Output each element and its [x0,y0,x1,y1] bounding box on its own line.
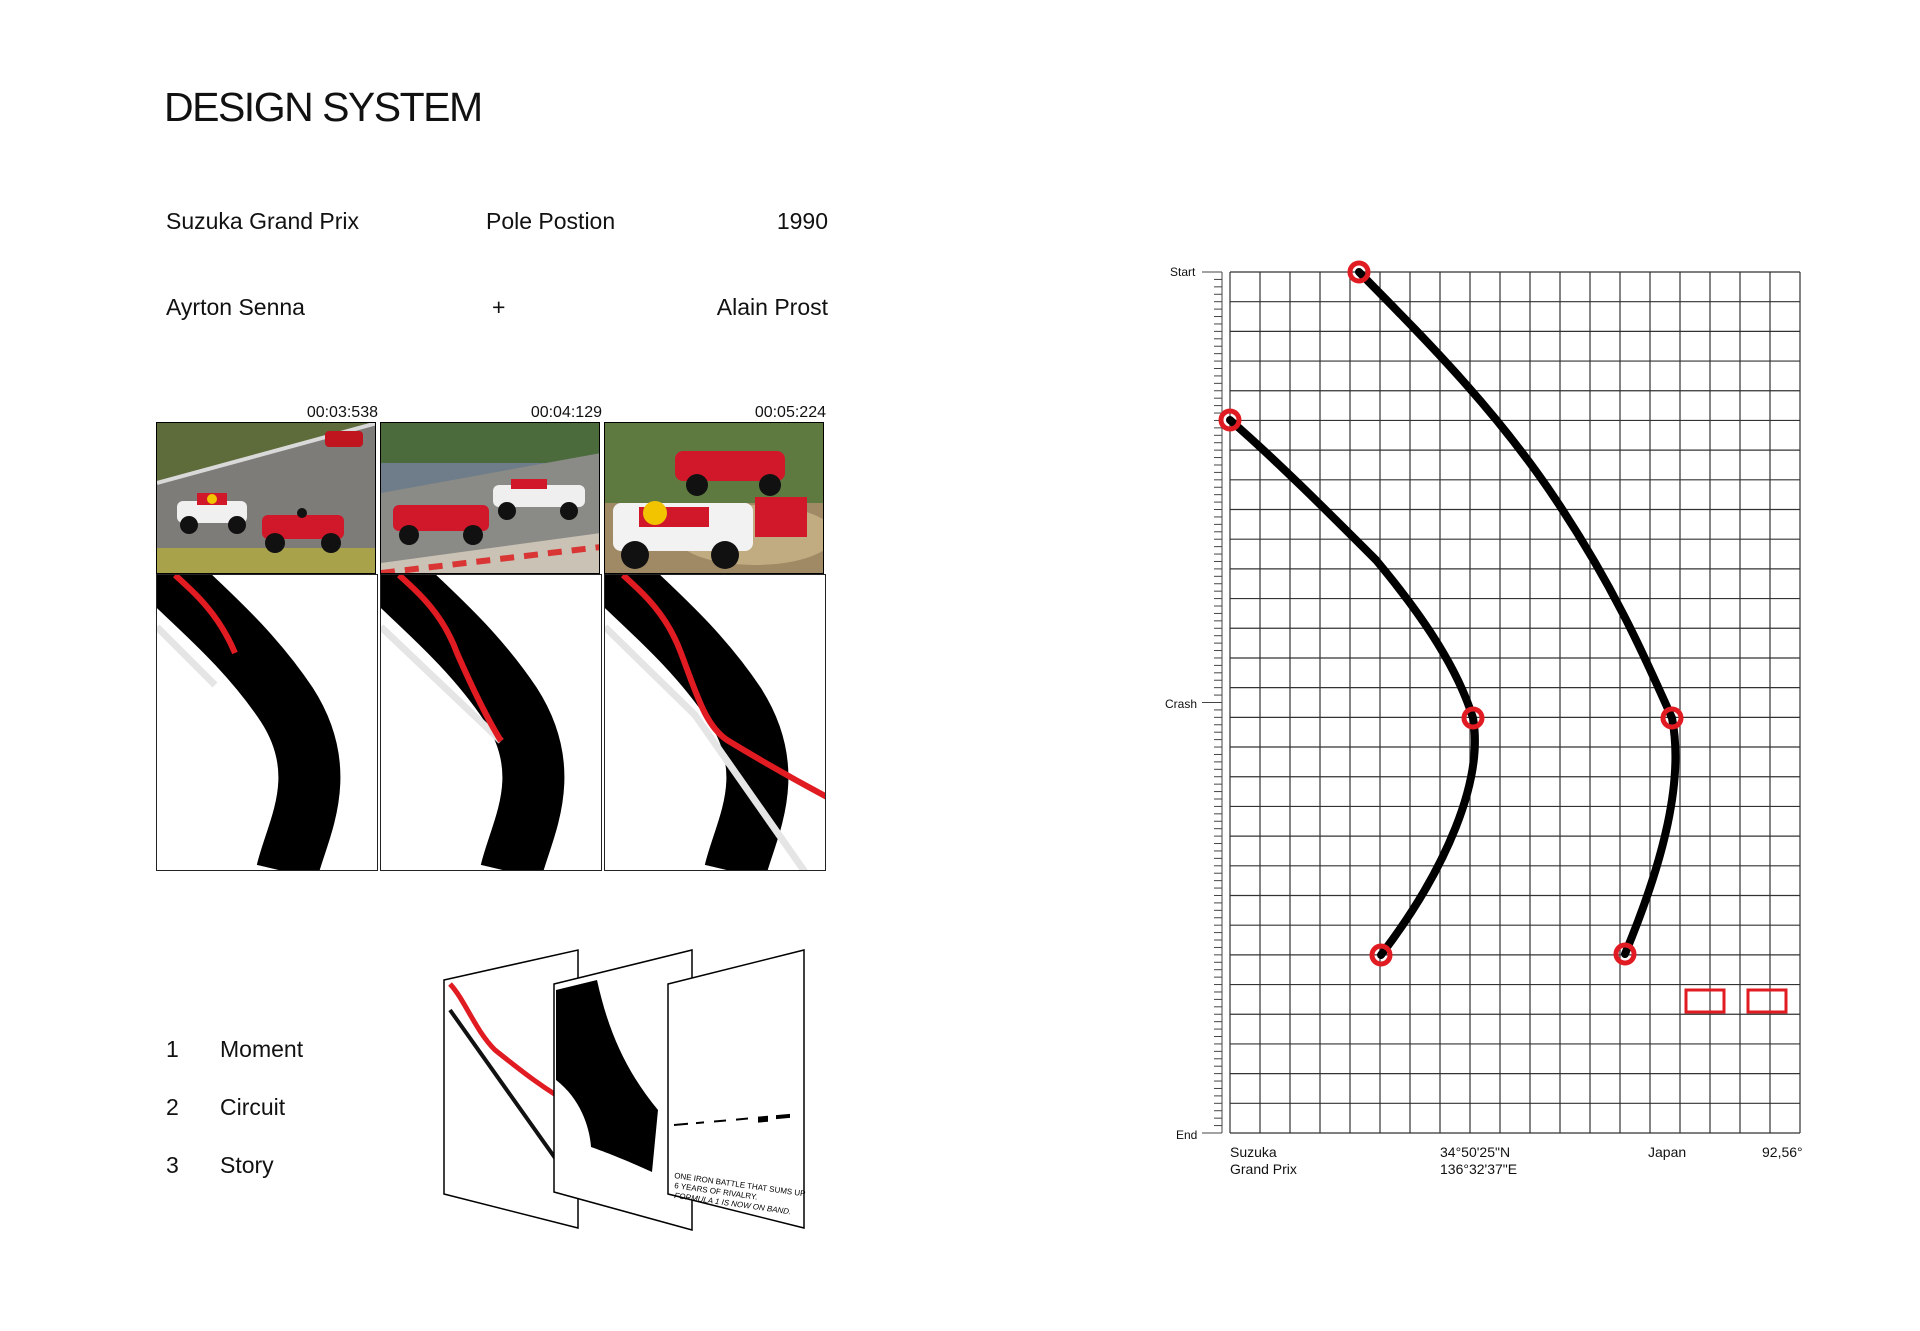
race-name: Suzuka Grand Prix [166,208,360,234]
footer-angle: 92,56° [1762,1144,1803,1160]
footer-coordinates: 34°50'25"N 136°32'37"E [1440,1144,1517,1178]
layer-number-1: 1 [166,1036,179,1062]
track-trace-graphic [381,575,565,870]
driver-senna: Ayrton Senna [166,294,305,320]
race-photo-3 [604,422,824,574]
timeline-start-label: Start [1170,265,1196,279]
timeline-end-label: End [1176,1128,1198,1142]
track-trace-graphic [605,575,825,870]
car-ferrari-icon [675,451,785,496]
pole-position-label: Pole Postion [486,208,616,234]
page-title: DESIGN SYSTEM [164,84,483,130]
layer-story: ONE IRON BATTLE THAT SUMS UP 6 YEARS OF … [667,949,806,1229]
timeline-grid [1229,271,1801,1134]
timeline-axis-ticks [1202,271,1223,1134]
end-marker-senna [1613,942,1637,966]
race-year: 1990 [776,208,828,234]
timeline-grid-chart [1202,260,1801,1134]
legend-box-2 [1746,988,1788,1014]
trajectory-senna [1355,268,1680,958]
trajectory-prost [1226,416,1479,959]
legend-box-1 [1684,988,1726,1014]
start-marker-senna [1347,260,1371,284]
race-photo-1 [156,422,376,574]
car-mclaren-icon [493,479,585,520]
driver-prost: Alain Prost [716,294,828,320]
layer-label-circuit: Circuit [220,1094,286,1120]
end-marker-prost [1369,943,1393,967]
timeline-crash-label: Crash [1165,697,1198,711]
plus-sign: + [492,294,506,320]
layer-label-story: Story [220,1152,274,1178]
car-ferrari-icon [262,508,344,553]
track-trace-panel-2 [380,574,602,871]
start-marker-prost [1218,408,1242,432]
layer-label-moment: Moment [220,1036,304,1062]
footer-longitude: 136°32'37"E [1440,1161,1518,1177]
layer-number-2: 2 [166,1094,179,1120]
frame-timestamp-2: 00:04:129 [530,404,602,421]
track-trace-panel-3 [604,574,826,871]
footer-latitude: 34°50'25"N [1440,1144,1511,1160]
crash-marker-prost [1461,706,1485,730]
track-trace-panel-1 [156,574,378,871]
footer-race-line2: Grand Prix [1230,1161,1297,1177]
car-mclaren-icon [613,501,753,569]
layer-number-3: 3 [166,1152,179,1178]
track-trace-graphic [157,575,341,870]
layer-moment [443,949,580,1229]
frame-timestamp-1: 00:03:538 [306,404,378,421]
race-photo-2 [380,422,600,574]
footer-race-name: Suzuka Grand Prix [1230,1144,1297,1178]
layer-stack-diagram: ONE IRON BATTLE THAT SUMS UP 6 YEARS OF … [443,949,806,1231]
crash-marker-senna [1660,706,1684,730]
car-ferrari-icon [393,505,489,545]
car-mclaren-icon [177,493,247,534]
frame-timestamp-3: 00:05:224 [754,404,826,421]
footer-country: Japan [1648,1144,1687,1160]
layer-circuit [553,949,693,1231]
footer-race-line1: Suzuka [1230,1144,1277,1160]
